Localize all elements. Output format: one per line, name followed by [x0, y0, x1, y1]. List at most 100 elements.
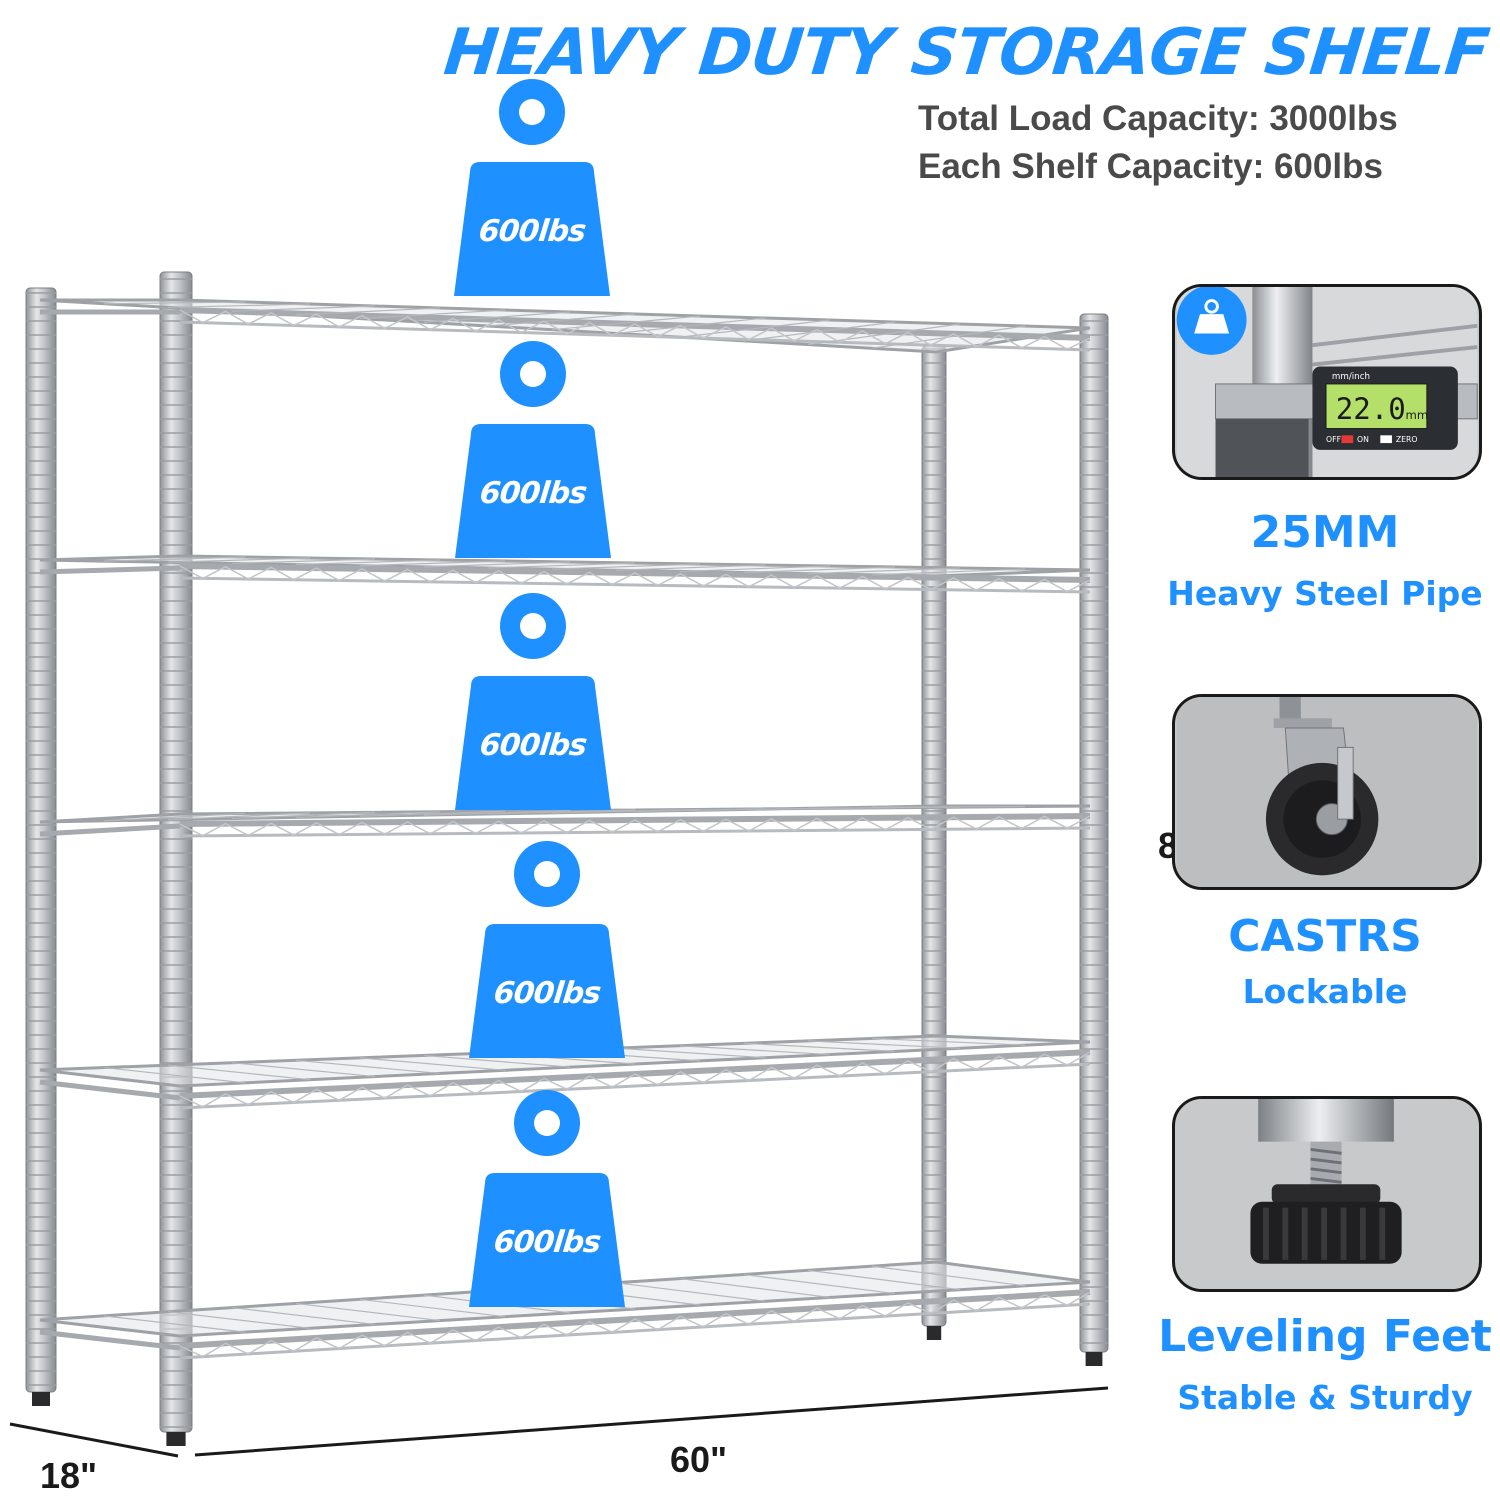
weight-label: 600lbs — [477, 214, 588, 249]
shelf-front-rail-lower — [179, 826, 1091, 838]
pipe-caliper-photo: 22.0 mm mm/inch OFF ON ZERO — [1172, 284, 1482, 480]
shelf-wire — [231, 1306, 376, 1326]
shelf-wire — [231, 1062, 376, 1078]
shelf-wire — [295, 811, 441, 819]
shelf-wire — [231, 811, 376, 820]
shelf-side-rail — [39, 565, 181, 575]
shelf-capacity-text: Each Shelf Capacity: 600lbs — [918, 147, 1383, 186]
shelf-wire — [807, 323, 961, 346]
shelf-post-ridges — [26, 288, 56, 1392]
leveling-foot-photo — [1172, 1096, 1482, 1292]
feature-feet-subtitle: Stable & Sturdy — [1177, 1378, 1473, 1417]
weight-label: 600lbs — [492, 976, 603, 1011]
shelf-wire — [679, 1277, 831, 1299]
shelf-wire — [807, 1040, 961, 1049]
depth-dimension-line — [9, 1422, 179, 1458]
caliper-reading: 22.0 — [1336, 392, 1406, 426]
shelf-wire — [103, 556, 246, 562]
shelf-wire — [551, 563, 701, 570]
shelf-wire — [295, 1302, 441, 1322]
feature-casters-subtitle: Lockable — [1242, 972, 1408, 1011]
weight-icon: 600lbs — [467, 836, 627, 1064]
shelf-wire — [167, 812, 311, 821]
weight-label: 600lbs — [478, 476, 589, 511]
shelf-post-ridges — [1080, 314, 1108, 1352]
weight-icon: 600lbs — [452, 74, 612, 302]
shelf-deck — [39, 1034, 1091, 1088]
shelf-side-rail — [39, 1329, 181, 1351]
shelf-wire — [103, 1315, 246, 1333]
caliper-off: OFF — [1326, 435, 1341, 444]
feature-feet-title: Leveling Feet — [1158, 1311, 1492, 1362]
shelf-truss — [179, 1051, 1091, 1108]
caliper-zero: ZERO — [1396, 435, 1418, 444]
shelf-wire — [359, 1298, 506, 1318]
shelf-side-rail — [39, 1079, 181, 1101]
feature-pipe-subtitle: Heavy Steel Pipe — [1167, 574, 1483, 613]
shelf-truss — [179, 1291, 1091, 1358]
weight-icon: 600lbs — [453, 336, 613, 564]
shelf-wire — [743, 1042, 896, 1053]
shelf-wire — [679, 565, 831, 573]
shelf-wire — [871, 805, 1026, 808]
weight-icon: 600lbs — [453, 588, 613, 816]
shelf-front-rail-lower — [179, 1302, 1091, 1360]
caster-wheel-photo — [1172, 694, 1482, 890]
shelf-wire — [103, 301, 246, 305]
shelf-wire — [871, 1037, 1026, 1046]
width-dimension-line — [194, 1386, 1109, 1457]
shelf-front-rail-lower — [179, 1062, 1091, 1110]
shelf-wire — [231, 305, 376, 312]
shelf-wire — [615, 1047, 766, 1059]
shelf-wire — [679, 1045, 831, 1056]
feature-pipe-title: 25MM — [1250, 507, 1400, 558]
weight-icon: 600lbs — [467, 1085, 627, 1313]
shelf-wire — [871, 568, 1026, 576]
feature-casters-title: CASTRS — [1228, 911, 1422, 962]
shelf-wire — [103, 812, 246, 822]
shelf-foot — [166, 1432, 186, 1446]
shelf-foot — [32, 1392, 50, 1406]
shelf-wire — [423, 809, 571, 816]
shelf-truss — [179, 815, 1091, 837]
shelf-wire — [295, 307, 441, 316]
shelf-wire — [679, 319, 831, 338]
shelf-wire — [487, 313, 636, 327]
weight-icon — [1176, 287, 1247, 355]
shelf-post-ridges — [160, 272, 192, 1432]
weight-label: 600lbs — [492, 1225, 603, 1260]
shelf-front-rail-lower — [179, 320, 1091, 352]
shelf-wire — [487, 809, 636, 815]
shelf-wire — [231, 558, 376, 565]
shelf-wire — [615, 1282, 766, 1302]
total-capacity-text: Total Load Capacity: 3000lbs — [918, 99, 1398, 138]
shelf-wire — [359, 810, 506, 817]
shelf-wire — [743, 1273, 896, 1295]
caliper-on: ON — [1357, 435, 1369, 444]
shelf-wire — [807, 1269, 961, 1291]
shelf-truss — [179, 565, 1091, 593]
shelf-wire — [103, 1066, 246, 1084]
shelf-wire — [295, 1059, 441, 1075]
shelf-wire — [359, 1057, 506, 1071]
shelf-front-rail-lower — [179, 576, 1091, 594]
shelf-wire — [295, 559, 441, 566]
shelf-wire — [871, 1265, 1026, 1287]
shelf-post-ridges — [922, 346, 946, 1326]
width-dimension-label: 60" — [670, 1439, 728, 1480]
shelf-foot — [1085, 1352, 1103, 1366]
shelf-foot — [926, 1326, 942, 1340]
caliper-unit: mm — [1406, 408, 1429, 422]
shelf-wire — [615, 317, 766, 335]
shelf-wire — [423, 561, 571, 568]
shelf-wire — [167, 303, 311, 309]
shelf-wire — [359, 560, 506, 567]
shelf-wire — [167, 557, 311, 563]
shelf-wire — [167, 1064, 311, 1081]
shelf-side-rail — [39, 823, 181, 837]
shelf-wire — [807, 567, 961, 575]
weight-label: 600lbs — [478, 728, 589, 763]
shelf-wire — [551, 315, 701, 331]
caliper-header: mm/inch — [1332, 372, 1370, 382]
depth-dimension-label: 18" — [40, 1455, 98, 1496]
